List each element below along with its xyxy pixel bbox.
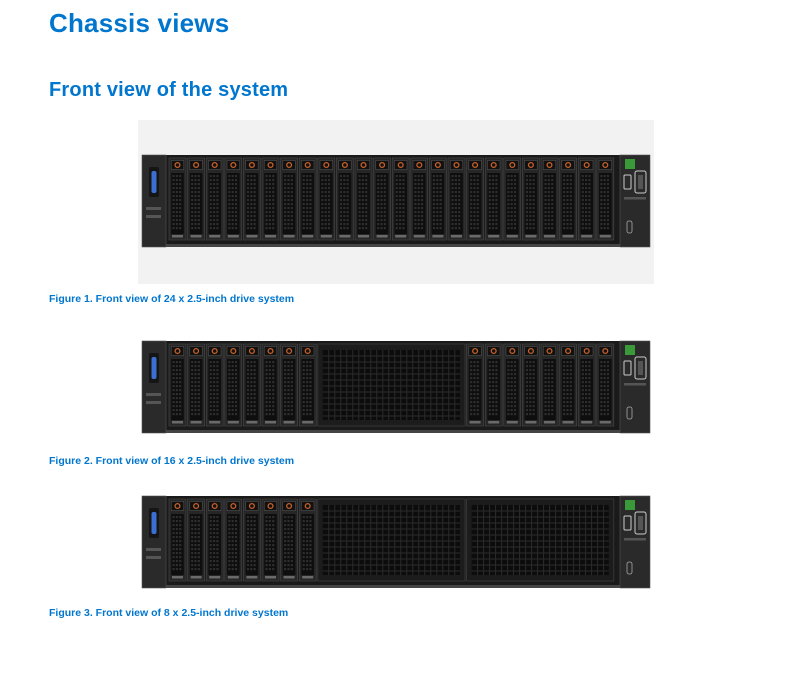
power-indicator <box>625 159 635 169</box>
figure-1-caption: Figure 1. Front view of 24 x 2.5-inch dr… <box>49 293 295 305</box>
drive-bay <box>466 157 484 241</box>
server-front-8-drive-figure <box>141 495 651 589</box>
drive-bay <box>577 157 596 241</box>
drive-bay <box>447 157 466 241</box>
drive-bay <box>336 157 354 241</box>
power-indicator <box>625 345 635 355</box>
drive-bay <box>205 343 224 427</box>
drive-bay <box>522 157 540 241</box>
video-port <box>634 511 647 535</box>
drive-bay <box>317 157 336 241</box>
left-control-panel <box>141 495 167 589</box>
drive-bay <box>596 157 615 241</box>
drive-bay <box>373 157 391 241</box>
chassis-bottom-edge <box>142 585 650 588</box>
drive-bay <box>503 343 522 427</box>
drive-bay <box>354 157 373 241</box>
drive-bay <box>261 343 280 427</box>
drive-bay <box>559 343 577 427</box>
right-control-panel <box>619 495 651 589</box>
drive-bay <box>187 498 205 582</box>
server-front-24-drive-figure <box>138 120 654 284</box>
drive-bay <box>280 343 298 427</box>
drive-blank-panel <box>466 498 615 582</box>
drive-bay <box>224 157 243 241</box>
section-title: Front view of the system <box>49 79 289 101</box>
chassis-bottom-edge <box>142 430 650 433</box>
power-indicator <box>625 500 635 510</box>
drive-bay <box>224 498 243 582</box>
video-port <box>634 170 647 194</box>
drive-bay <box>243 343 261 427</box>
usb-port <box>623 360 632 376</box>
right-control-panel <box>619 154 651 248</box>
drive-bay <box>484 343 503 427</box>
figure-3-caption: Figure 3. Front view of 8 x 2.5-inch dri… <box>49 607 289 619</box>
drive-bay <box>205 498 224 582</box>
drive-bay <box>410 157 429 241</box>
drive-blank-panel <box>317 498 466 582</box>
left-control-panel <box>141 154 167 248</box>
drive-bay <box>168 343 187 427</box>
drive-bay <box>391 157 410 241</box>
drive-bay <box>596 343 615 427</box>
right-control-panel <box>619 340 651 434</box>
server-front-16-drive-figure <box>141 340 651 434</box>
drive-bay <box>168 498 187 582</box>
drive-bay <box>261 157 280 241</box>
page-title: Chassis views <box>49 8 230 38</box>
drive-bay <box>298 498 317 582</box>
drive-bay <box>429 157 447 241</box>
chassis-bottom-edge <box>142 244 650 247</box>
drive-bay <box>243 157 261 241</box>
drive-bay <box>540 343 559 427</box>
drive-bay <box>298 157 317 241</box>
drive-blank-panel <box>317 343 466 427</box>
drive-bay <box>168 157 187 241</box>
usb-port <box>623 515 632 531</box>
drive-bay <box>484 157 503 241</box>
drive-bay <box>280 498 298 582</box>
video-port <box>634 356 647 380</box>
figure-2-caption: Figure 2. Front view of 16 x 2.5-inch dr… <box>49 455 295 467</box>
drive-bay <box>503 157 522 241</box>
drive-bay <box>205 157 224 241</box>
usb-port <box>623 174 632 190</box>
drive-bay <box>261 498 280 582</box>
drive-bay <box>298 343 317 427</box>
drive-bay <box>280 157 298 241</box>
drive-bay <box>466 343 484 427</box>
drive-bay <box>577 343 596 427</box>
drive-bay <box>522 343 540 427</box>
drive-bay <box>187 157 205 241</box>
drive-bay <box>224 343 243 427</box>
drive-bay <box>540 157 559 241</box>
drive-bay <box>187 343 205 427</box>
drive-bay <box>559 157 577 241</box>
left-control-panel <box>141 340 167 434</box>
drive-bay <box>243 498 261 582</box>
